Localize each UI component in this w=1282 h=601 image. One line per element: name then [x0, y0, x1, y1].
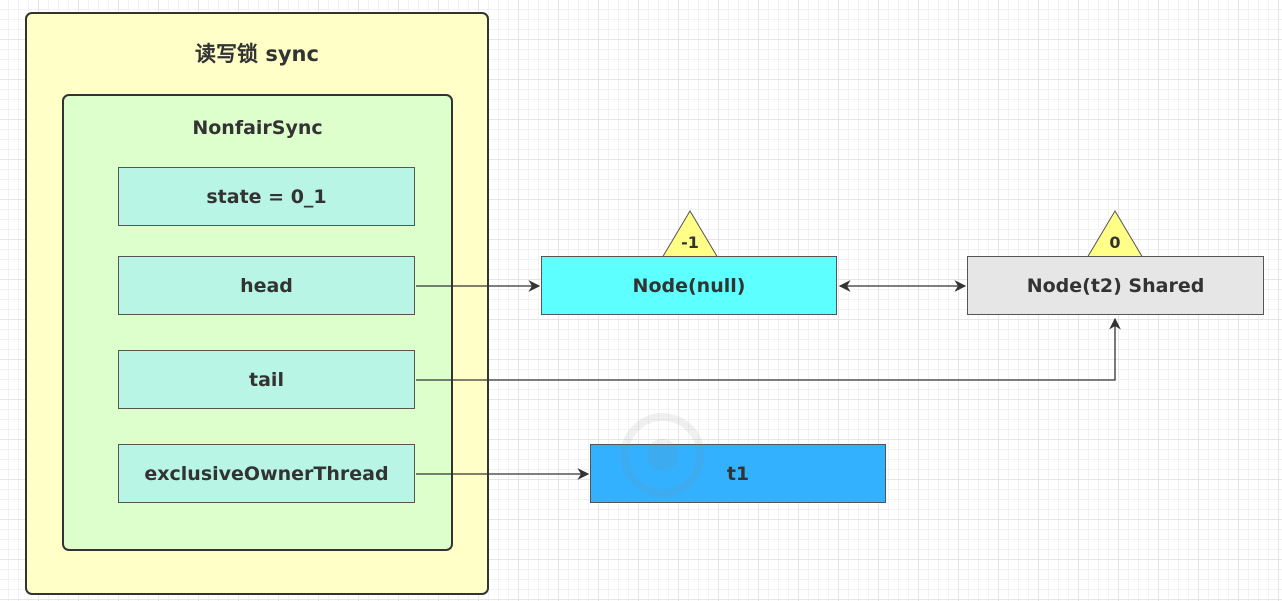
exclusive-owner-thread-field[interactable]: exclusiveOwnerThread [118, 444, 415, 503]
state-field[interactable]: state = 0_1 [118, 167, 415, 226]
tail-arrow [416, 317, 1121, 381]
head-field[interactable]: head [118, 256, 415, 315]
thread-t1[interactable]: t1 [590, 444, 886, 503]
wait-status-t2-label: 0 [1109, 233, 1121, 252]
node-t2-shared[interactable]: Node(t2) Shared [967, 256, 1264, 315]
sync-title: 读写锁 sync [195, 42, 319, 66]
nonfair-sync-title: NonfairSync [192, 117, 323, 139]
wait-status-null-label: -1 [681, 233, 699, 252]
tail-field[interactable]: tail [118, 350, 415, 409]
node-null[interactable]: Node(null) [541, 256, 837, 315]
